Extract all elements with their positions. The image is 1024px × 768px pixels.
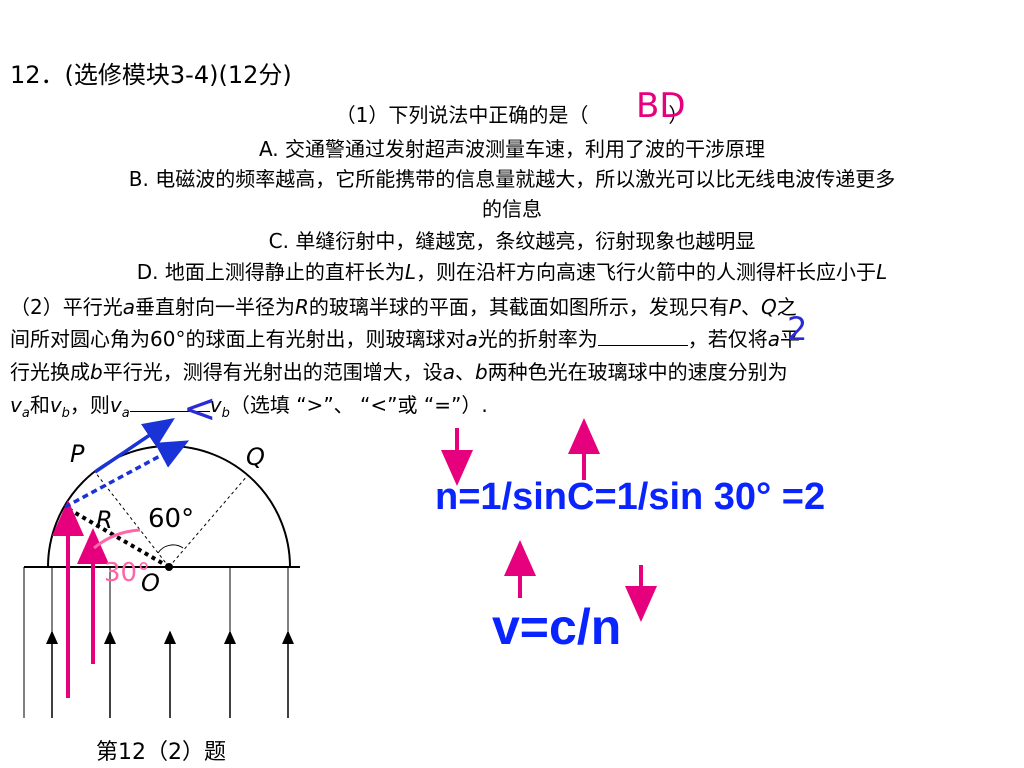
var-a: a xyxy=(465,327,478,351)
blank-speed-compare xyxy=(129,411,210,412)
part2-line2: 间所对圆心角为60°的球面上有光射出，则玻璃球对a光的折射率为，若仅将a平 xyxy=(10,326,800,352)
answer-bd-handwritten: BD xyxy=(636,86,686,126)
var-b: b xyxy=(474,360,488,384)
part1-stem-before: （1）下列说法中正确的是（ xyxy=(335,103,589,127)
answer-less-than-handwritten: < xyxy=(183,386,217,432)
part2-text: 两种色光在玻璃球中的速度分别为 xyxy=(487,360,788,384)
option-d-middle: ，则在沿杆方向高速飞行火箭中的人测得杆长应小于 xyxy=(416,260,877,284)
var-a-sub: a xyxy=(121,406,130,421)
option-d: D. 地面上测得静止的直杆长为L，则在沿杆方向高速飞行火箭中的人测得杆长应小于L xyxy=(0,259,1024,285)
part2-text: 光的折射率为 xyxy=(477,327,598,351)
part2-text: 之 xyxy=(776,295,797,319)
option-d-prefix: D. 地面上测得静止的直杆长为 xyxy=(136,260,405,284)
part2-text: 、 xyxy=(454,360,475,384)
var-b-sub: b xyxy=(61,406,70,421)
part2-text: 和 xyxy=(29,393,50,417)
part2-text: 、 xyxy=(740,295,761,319)
part2-text: 行光换成 xyxy=(10,360,90,384)
label-p: P xyxy=(70,440,85,468)
part1-stem-after: ） xyxy=(668,103,689,127)
label-o: O xyxy=(141,569,160,597)
part2-text: 间所对圆心角为60°的球面上有光射出，则玻璃球对 xyxy=(10,327,466,351)
var-a-sub: a xyxy=(21,406,30,421)
label-r: R xyxy=(96,506,113,534)
refraction-formula: n=1/sinC=1/sin 30° =2 xyxy=(435,476,826,518)
part2-text: ，若仅将 xyxy=(687,327,768,351)
option-d-var-l: L xyxy=(404,260,417,284)
blank-refraction-index xyxy=(597,345,688,346)
var-b-sub: b xyxy=(221,406,230,421)
option-c: C. 单缝衍射中，缝越宽，条纹越亮，衍射现象也越明显 xyxy=(268,229,756,253)
var-a: a xyxy=(122,295,135,319)
answer-2-handwritten: 2 xyxy=(787,310,808,348)
radius-oq xyxy=(168,474,249,568)
radius-op xyxy=(94,471,170,568)
part2-text: 平 xyxy=(779,327,800,351)
var-v: v xyxy=(209,393,222,417)
var-r: R xyxy=(295,295,309,319)
option-b-line1: B. 电磁波的频率越高，它所能携带的信息量就越大，所以激光可以比无线电波传递更多 xyxy=(128,167,896,191)
option-d-var-l2: L xyxy=(876,260,888,284)
angle-30-arc xyxy=(93,528,141,550)
part2-text: 平行光，测得有光射出的范围增大，设 xyxy=(102,360,443,384)
blue-ray-solid xyxy=(94,418,175,474)
var-p: P xyxy=(728,295,741,319)
blue-ray-dotted xyxy=(64,440,190,509)
part2-text: ，则 xyxy=(69,393,110,417)
var-v: v xyxy=(109,393,122,417)
part2-line3: 行光换成b平行光，测得有光射出的范围增大，设a、b两种色光在玻璃球中的速度分别为 xyxy=(10,359,788,385)
part2-text: 垂直射向一半径为 xyxy=(135,295,295,319)
var-v: v xyxy=(10,393,22,417)
var-a: a xyxy=(767,327,780,351)
var-a: a xyxy=(442,360,455,384)
var-q: Q xyxy=(760,295,777,319)
option-a: A. 交通警通过发射超声波测量车速，利用了波的干涉原理 xyxy=(258,137,766,161)
part2-text: （2）平行光 xyxy=(10,295,123,319)
question-title: 12．(选修模块3-4)(12分) xyxy=(10,61,292,89)
angle-60-label: 60° xyxy=(148,504,195,534)
var-v: v xyxy=(49,393,62,417)
var-b: b xyxy=(90,360,103,384)
part2-text: 的玻璃半球的平面，其截面如图所示，发现只有 xyxy=(308,295,729,319)
speed-formula: v=c/n xyxy=(492,599,622,655)
part2-line1: （2）平行光a垂直射向一半径为R的玻璃半球的平面，其截面如图所示，发现只有P、Q… xyxy=(10,294,797,320)
option-b-line2: 的信息 xyxy=(482,197,542,221)
figure-caption: 第12（2）题 xyxy=(96,740,226,765)
angle-60-arc xyxy=(157,544,184,554)
center-point-o xyxy=(165,563,173,571)
angle-30-label: 30° xyxy=(104,558,151,588)
label-q: Q xyxy=(246,443,265,471)
part2-text: （选填 “>”、 “<”或 “=”）. xyxy=(229,393,488,417)
part1-stem: （1）下列说法中正确的是（ ） xyxy=(0,102,1024,128)
